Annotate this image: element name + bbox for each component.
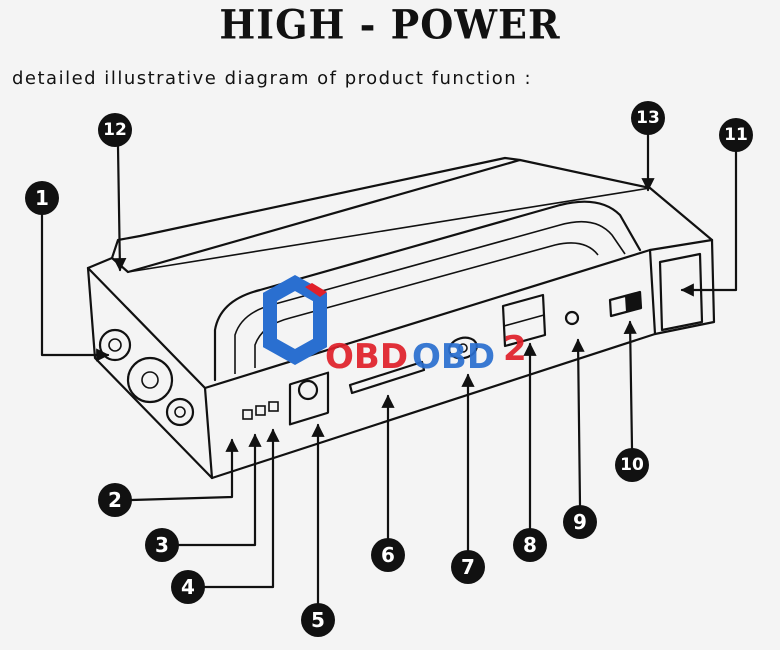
- svg-text:7: 7: [461, 555, 475, 579]
- watermark-text-3: 2: [503, 329, 527, 369]
- callout-10: 10: [615, 448, 649, 482]
- callout-13: 13: [631, 101, 665, 135]
- card-slot: [348, 360, 426, 395]
- watermark-logo: OBD OBD 2: [263, 274, 527, 377]
- callout-4: 4: [171, 570, 205, 604]
- dc-input-port: [288, 371, 330, 426]
- page-title: HIGH - POWER: [219, 0, 561, 49]
- svg-text:11: 11: [724, 125, 748, 145]
- indicator-led-1: [242, 409, 253, 420]
- callout-3: 3: [145, 528, 179, 562]
- svg-text:1: 1: [35, 186, 49, 210]
- watermark-text-1: OBD: [325, 337, 408, 377]
- flashlight-window: [658, 252, 704, 332]
- indicator-led-2: [255, 405, 266, 416]
- callout-11: 11: [719, 118, 753, 152]
- callout-2: 2: [98, 483, 132, 517]
- svg-text:10: 10: [620, 455, 644, 475]
- callout-6: 6: [371, 538, 405, 572]
- indicator-led-3: [268, 401, 279, 412]
- watermark-text-2: OBD: [412, 337, 495, 377]
- usb-ports: [501, 293, 547, 348]
- jump-starter-drawing: [86, 156, 716, 480]
- output-port: [564, 310, 580, 326]
- callout-8: 8: [513, 528, 547, 562]
- svg-text:6: 6: [381, 543, 395, 567]
- callout-12: 12: [98, 113, 132, 147]
- svg-text:12: 12: [103, 120, 127, 140]
- svg-text:3: 3: [155, 533, 169, 557]
- callout-9: 9: [563, 505, 597, 539]
- svg-text:9: 9: [573, 510, 587, 534]
- callout-5: 5: [301, 603, 335, 637]
- svg-text:13: 13: [636, 108, 660, 128]
- power-button: [448, 336, 478, 360]
- svg-text:5: 5: [311, 608, 325, 632]
- leader-lines: [40, 133, 738, 605]
- svg-text:8: 8: [523, 533, 537, 557]
- svg-text:2: 2: [108, 488, 122, 512]
- callout-7: 7: [451, 550, 485, 584]
- svg-text:4: 4: [181, 575, 195, 599]
- callout-1: 1: [25, 181, 59, 215]
- diagram-subtitle: detailed illustrative diagram of product…: [12, 68, 533, 89]
